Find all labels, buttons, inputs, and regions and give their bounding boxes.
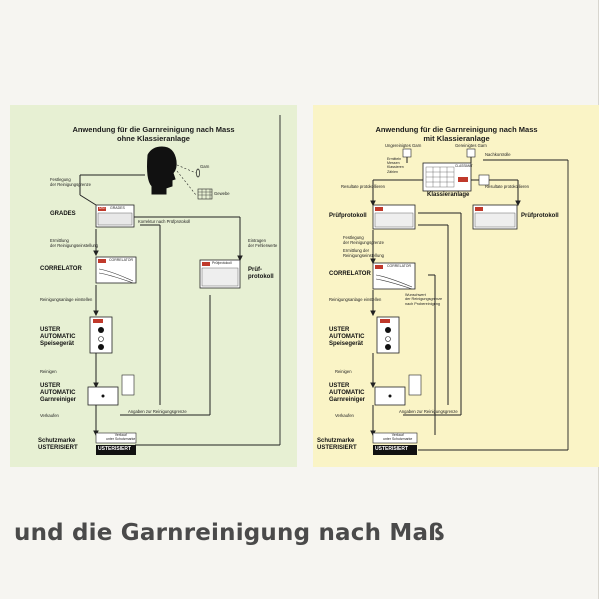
garnreiniger-right-label: USTER AUTOMATIC Garnreiniger (329, 383, 366, 403)
schutzmarke-label: Schutzmarke USTERISIERT (38, 438, 78, 451)
resultate-left-label: Resultate protokollieren (341, 184, 385, 189)
correlator-screen: CORRELATOR (109, 258, 133, 262)
garnreiniger-label: USTER AUTOMATIC Garnreiniger (40, 383, 77, 403)
pruef-left-device (372, 204, 416, 230)
speisegeraet-label: USTER AUTOMATIC Speisegerät (40, 327, 76, 347)
verkauf-box-right-label: Verkauf unter Schutzmarke (383, 433, 413, 441)
reinigen-right-label: Reinigen (335, 369, 352, 374)
classimat-screen: CLASSIMAT (455, 164, 473, 168)
speisegeraet-device-right (376, 316, 400, 354)
speisegeraet-device (89, 316, 113, 354)
ermittlung-label: Ermittlung der Reinigungseinstellung (50, 238, 99, 248)
classimat-device (402, 148, 490, 192)
diagram-with-classing: Anwendung für die Garnreinigung nach Mas… (313, 105, 599, 467)
nachkontrolle-label: Nachkontrolle (485, 152, 511, 157)
ermittlung-right-label: Ermittlung der Reinigungseinstellung (343, 248, 384, 258)
verkauf-box (95, 432, 137, 455)
ermitteln-label: Ermitteln Messen Klassieren Zählen (387, 157, 404, 174)
correlator-label: CORRELATOR (40, 266, 82, 272)
verkaufen-right-label: Verkaufen (335, 413, 354, 418)
diagram-without-classing: Anwendung für die Garnreinigung nach Mas… (10, 105, 297, 467)
correlator-device (95, 256, 137, 284)
flow-lines-left (79, 115, 281, 455)
garnreiniger-device (87, 374, 135, 406)
correlator-right-label: CORRELATOR (329, 271, 371, 277)
angaben-right-label: Angaben zur Reinigungsgrenze (399, 409, 458, 414)
resultate-right-label: Resultate protokollieren (485, 184, 529, 189)
correlator-device-right (372, 262, 416, 290)
wunschwert-label: Wunschwert der Reinigungsgrenze nach Pro… (405, 293, 443, 306)
verkauf-box-right (372, 432, 418, 455)
tagline: und die Garnreinigung nach Maß (14, 520, 445, 546)
verkauf-box-label: Verkauf unter Schutzmarke (106, 433, 136, 441)
festlegung-label: Festlegung der Reinigungsgrenze (50, 177, 91, 187)
angaben-label: Angaben zur Reinigungsgrenze (128, 409, 187, 414)
pruef-left-label: Prüfprotokoll (329, 213, 367, 219)
korrektur-label: Korrektur nach Prüfprotokoll (138, 219, 191, 224)
grades-device (95, 204, 135, 228)
eintragen-label: Eintragen der Fehlerwerte (248, 238, 278, 248)
left-title-2: ohne Klassieranlage (117, 134, 190, 143)
pruef-right-label: Prüfprotokoll (521, 213, 559, 219)
garnreiniger-device-right (374, 374, 422, 406)
verkaufen-label: Verkaufen (40, 413, 59, 418)
usterisiert-right-logo: USTERISIERT (375, 446, 409, 452)
gereinigt-label: Gereinigtes Garn (455, 143, 487, 148)
flow-lines-right (370, 148, 569, 455)
pruefprotokoll-label: Prüf- protokoll (248, 267, 274, 280)
festlegung-right-label: Festlegung der Reinigungsgrenze (343, 235, 384, 245)
klassieranlage-label: Klassieranlage (427, 192, 470, 198)
garn-label: Garn (200, 164, 210, 169)
einstellen-right-label: Reinigungsanlage einstellen (329, 297, 382, 302)
pruef-screen: Prüfprotokoll (212, 261, 232, 265)
right-title-1: Anwendung für die Garnreinigung nach Mas… (375, 125, 538, 134)
einstellen-label: Reinigungsanlage einstellen (40, 297, 93, 302)
grades-label: GRADES (50, 211, 76, 217)
correlator-right-screen: CORRELATOR (387, 264, 411, 268)
schutzmarke-right-label: Schutzmarke USTERISIERT (317, 438, 357, 451)
ungereinigt-label: Ungereinigtes Garn (385, 143, 422, 148)
grades-badge: USTER (99, 206, 111, 210)
grades-screen: GRADES (110, 206, 125, 210)
pruefprotokoll-device (199, 259, 241, 289)
pruef-right-device (472, 204, 518, 230)
speisegeraet-right-label: USTER AUTOMATIC Speisegerät (329, 327, 365, 347)
left-title-1: Anwendung für die Garnreinigung nach Mas… (72, 125, 235, 134)
gewebe-label: Gewebe (214, 191, 230, 196)
reinigen-label: Reinigen (40, 369, 57, 374)
right-title-2: mit Klassieranlage (423, 134, 490, 143)
usterisiert-logo: USTERISIERT (98, 446, 132, 452)
